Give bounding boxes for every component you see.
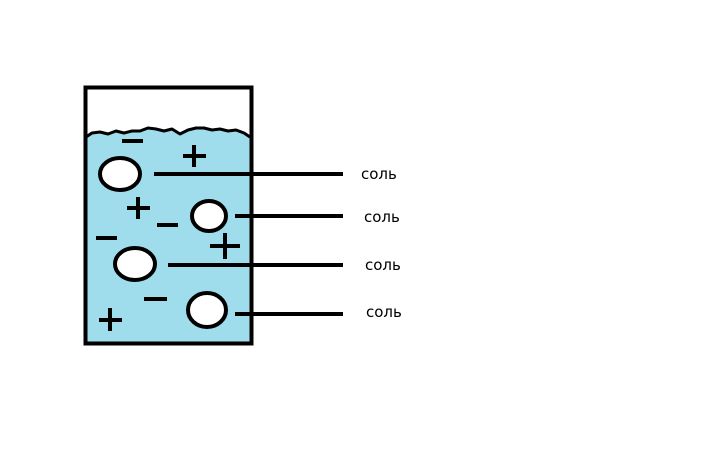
salt-particle-3: [113, 246, 157, 282]
salt-particle-2: [190, 199, 228, 233]
salt-label-2: соль: [364, 208, 400, 226]
plus-signs: [99, 145, 240, 331]
salt-particles: [98, 156, 228, 329]
plus-sign-4: [99, 308, 122, 331]
plus-sign-2: [127, 197, 150, 219]
leader-lines: [154, 172, 343, 316]
plus-sign-3: [210, 233, 240, 259]
salt-label-4: соль: [366, 303, 402, 321]
minus-signs: [96, 139, 178, 301]
salt-label-1: соль: [361, 165, 397, 183]
salt-particle-1: [98, 156, 142, 192]
plus-sign-1: [183, 145, 206, 167]
liquid-surface: [85, 126, 251, 139]
salt-label-3: соль: [365, 256, 401, 274]
salt-particle-4: [186, 291, 228, 329]
